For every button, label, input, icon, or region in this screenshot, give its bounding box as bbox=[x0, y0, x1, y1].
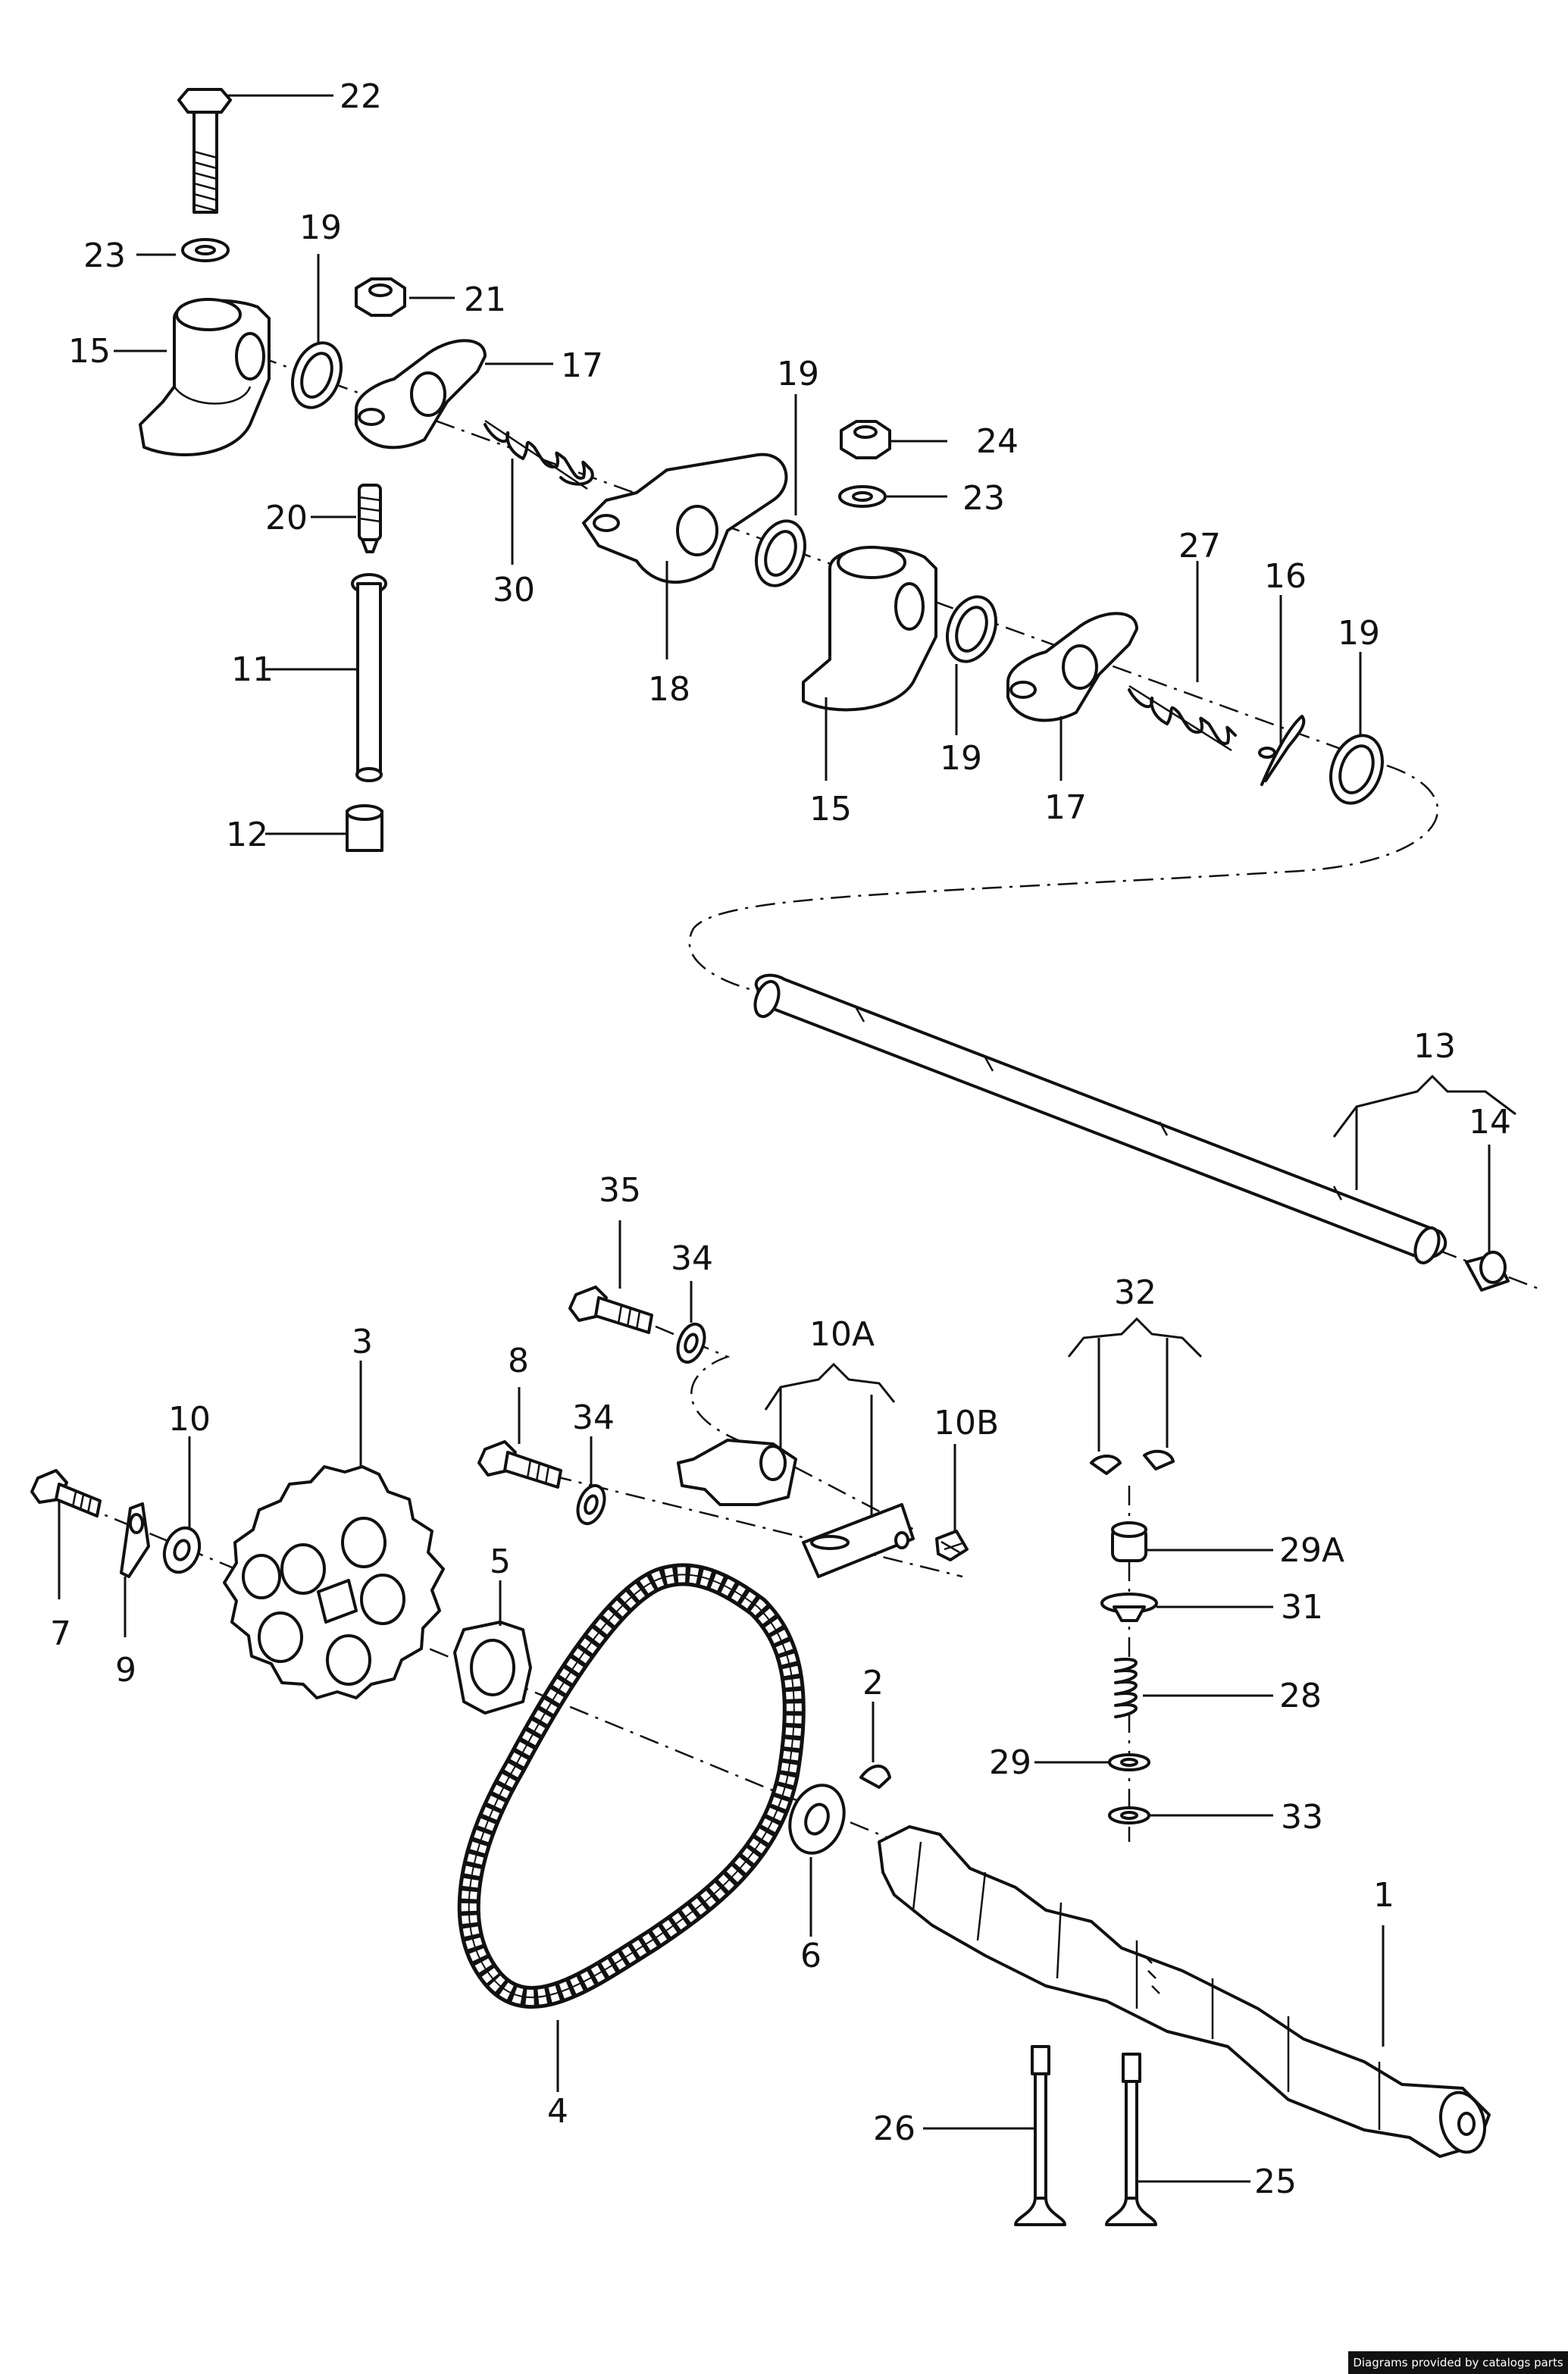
bolt-8 bbox=[477, 1440, 562, 1489]
callout-1: 1 bbox=[1373, 1876, 1394, 1915]
thrust-washer-19-d bbox=[1329, 734, 1384, 805]
callout-25: 25 bbox=[1254, 2163, 1297, 2201]
shim-33 bbox=[1108, 1806, 1150, 1824]
chain-tensioner-10a bbox=[677, 1439, 915, 1578]
callout-6: 6 bbox=[800, 1937, 822, 1975]
callout-11: 11 bbox=[231, 650, 274, 689]
callout-10b: 10B bbox=[934, 1404, 999, 1442]
callout-21: 21 bbox=[464, 280, 506, 319]
tensioner-pad-10b bbox=[935, 1530, 969, 1561]
callout-19-c: 19 bbox=[940, 739, 982, 778]
callout-10a: 10A bbox=[809, 1315, 875, 1354]
nut-21 bbox=[355, 277, 406, 317]
callout-labels: 22 23 19 21 15 17 20 30 11 12 18 19 24 2… bbox=[50, 77, 1511, 2201]
callout-3: 3 bbox=[352, 1323, 373, 1361]
callout-23-top: 23 bbox=[83, 236, 126, 275]
shaft-plug-14 bbox=[1465, 1251, 1510, 1292]
callout-33: 33 bbox=[1281, 1798, 1323, 1837]
callout-18: 18 bbox=[648, 670, 690, 709]
spring-27 bbox=[1128, 684, 1237, 752]
callout-8: 8 bbox=[508, 1342, 529, 1380]
callout-12: 12 bbox=[226, 816, 268, 854]
spring-clip-16 bbox=[1258, 715, 1306, 786]
lock-washer-34-b bbox=[576, 1483, 606, 1526]
callout-32: 32 bbox=[1114, 1273, 1156, 1312]
valve-spring-28 bbox=[1114, 1658, 1138, 1718]
valve-keepers-32 bbox=[1090, 1449, 1175, 1475]
callout-22: 22 bbox=[340, 77, 382, 116]
callout-29: 29 bbox=[989, 1743, 1031, 1782]
timing-chain-4 bbox=[457, 1563, 806, 2009]
rocker-arm-17-a bbox=[355, 339, 487, 449]
leader-lines bbox=[58, 94, 1516, 2183]
pushrod-11 bbox=[351, 573, 387, 782]
lock-washer-34-a bbox=[676, 1322, 706, 1364]
thrust-washer-19-a bbox=[291, 341, 343, 409]
valve-26 bbox=[1014, 2045, 1066, 2226]
nut-24 bbox=[840, 420, 891, 459]
callout-23-mid: 23 bbox=[962, 479, 1005, 518]
washer-23-mid bbox=[838, 485, 887, 508]
callout-30: 30 bbox=[493, 571, 535, 609]
callout-9: 9 bbox=[115, 1651, 136, 1690]
callout-20: 20 bbox=[265, 499, 308, 537]
callout-34-a: 34 bbox=[671, 1239, 713, 1278]
valve-stem-seal-29a bbox=[1111, 1521, 1147, 1562]
washer-23-top bbox=[181, 238, 230, 262]
woodruff-key-2 bbox=[859, 1765, 891, 1789]
spring-seat-29 bbox=[1108, 1753, 1150, 1771]
rocker-pedestal-15-left bbox=[139, 298, 271, 456]
callout-26: 26 bbox=[873, 2109, 915, 2148]
lock-plate-9 bbox=[120, 1502, 150, 1578]
callout-13: 13 bbox=[1413, 1027, 1456, 1066]
bolt-22 bbox=[177, 88, 232, 214]
callout-27: 27 bbox=[1178, 527, 1221, 565]
callout-4: 4 bbox=[547, 2092, 568, 2131]
thrust-washer-19-b bbox=[755, 519, 806, 587]
callout-17-b: 17 bbox=[1044, 788, 1087, 827]
callout-19-a: 19 bbox=[299, 208, 342, 247]
camshaft-1 bbox=[878, 1825, 1491, 2158]
callout-15-a: 15 bbox=[68, 332, 111, 371]
callout-31: 31 bbox=[1281, 1588, 1323, 1627]
callout-10: 10 bbox=[168, 1400, 211, 1439]
camshaft-sprocket-3 bbox=[223, 1465, 445, 1699]
valve-25 bbox=[1105, 2053, 1157, 2226]
callout-17-a: 17 bbox=[561, 346, 603, 385]
bolt-35 bbox=[568, 1286, 653, 1334]
washer-6 bbox=[788, 1784, 846, 1855]
rocker-pedestal-15-middle bbox=[802, 546, 937, 712]
callout-14: 14 bbox=[1469, 1103, 1511, 1142]
tappet-12 bbox=[346, 804, 383, 852]
rocker-shaft-13 bbox=[753, 973, 1448, 1265]
washer-10 bbox=[162, 1526, 202, 1574]
gasket-5 bbox=[453, 1621, 532, 1715]
callout-16: 16 bbox=[1264, 557, 1307, 596]
callout-28: 28 bbox=[1279, 1677, 1322, 1715]
bolt-7 bbox=[30, 1469, 102, 1517]
rocker-arm-18 bbox=[582, 453, 788, 584]
callout-19-b: 19 bbox=[777, 355, 819, 393]
callout-7: 7 bbox=[50, 1615, 71, 1653]
callout-15-b: 15 bbox=[809, 790, 852, 828]
callout-35: 35 bbox=[599, 1171, 641, 1210]
callout-34-b: 34 bbox=[572, 1398, 615, 1437]
credit-footer: Diagrams provided by catalogs parts bbox=[1348, 2351, 1568, 2374]
callout-2: 2 bbox=[862, 1664, 884, 1702]
callout-24: 24 bbox=[976, 422, 1019, 461]
callout-19-d: 19 bbox=[1338, 614, 1380, 653]
callout-5: 5 bbox=[490, 1542, 511, 1581]
thrust-washer-19-c bbox=[946, 595, 997, 663]
spring-retainer-31 bbox=[1100, 1593, 1158, 1622]
callout-29a: 29A bbox=[1279, 1531, 1344, 1570]
adjusting-screw-20 bbox=[358, 484, 382, 553]
rocker-arm-17-b bbox=[1006, 612, 1138, 722]
spring-30 bbox=[484, 419, 594, 490]
